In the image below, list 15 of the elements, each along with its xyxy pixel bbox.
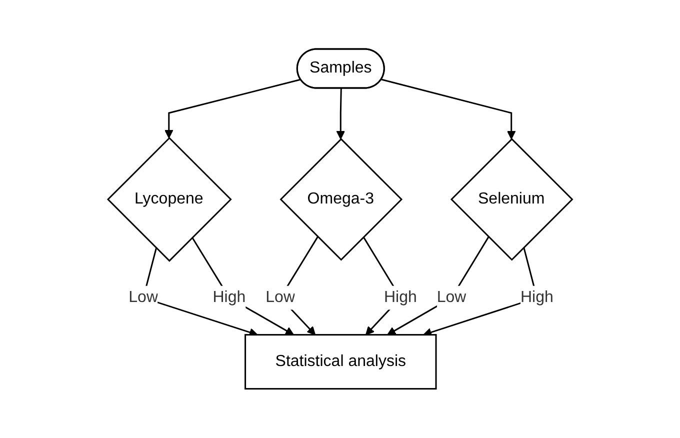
edge-label: High — [384, 288, 417, 306]
arrow — [164, 78, 301, 138]
node-diamond: Omega-3 — [280, 138, 402, 261]
edge-label: Low — [266, 288, 295, 306]
edge-label: Low — [436, 288, 466, 306]
node-diamond: Lycopene — [106, 137, 232, 262]
edge-label: High — [212, 288, 246, 306]
arrow — [336, 88, 345, 140]
arrow — [191, 237, 294, 336]
arrow — [381, 78, 516, 140]
edge-label: High — [520, 288, 554, 306]
arrow — [386, 236, 490, 336]
node-box: Statistical analysis — [244, 334, 437, 390]
node-diamond: Selenium — [450, 138, 574, 261]
edge-label: Low — [128, 288, 158, 306]
